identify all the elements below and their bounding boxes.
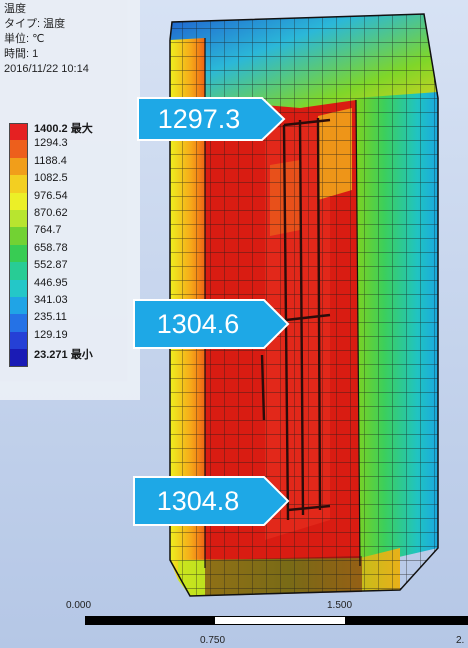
scale-label-750: 0.750: [200, 635, 226, 646]
legend-label: 341.03: [34, 294, 68, 306]
legend-label: 870.62: [34, 207, 68, 219]
legend-label: 976.54: [34, 189, 68, 202]
probe-value-3: 1304.8: [156, 485, 240, 516]
legend-swatch: [9, 244, 28, 263]
scale-label-1500: 1.500: [327, 600, 353, 611]
legend-swatch: [9, 297, 28, 315]
scale-label-end: 2.: [456, 635, 465, 646]
callout-arrow-shape: [133, 476, 290, 526]
legend-swatch: [9, 262, 28, 281]
legend-label: 1188.4: [34, 154, 67, 167]
callout-arrow-shape: [137, 97, 286, 141]
result-type: タイプ: 温度: [4, 18, 66, 30]
legend-label: 658.78: [34, 241, 68, 254]
legend-swatch: [9, 349, 28, 368]
legend-swatch: [9, 279, 28, 298]
legend-swatch: [9, 123, 28, 141]
probe-value-1: 1297.3: [157, 103, 241, 134]
probe-callout-2[interactable]: 1304.6: [132, 298, 292, 350]
scale-label-start: 0.000: [66, 600, 92, 611]
legend-swatch: [9, 227, 28, 246]
probe-callout-3[interactable]: 1304.8: [132, 475, 292, 527]
legend-swatch-frame: [9, 123, 28, 367]
legend-label: 23.271 最小: [34, 349, 93, 362]
legend-label: 1294.3: [34, 137, 68, 150]
legend-label: 1082.5: [34, 172, 68, 185]
legend-label: 129.19: [34, 328, 68, 341]
legend-swatch: [9, 140, 28, 159]
legend-swatch: [9, 331, 28, 350]
legend-swatch: [9, 157, 28, 176]
callout-arrow-shape: [133, 299, 290, 349]
result-datetime: 2016/11/22 10:14: [4, 63, 89, 75]
legend-label: 552.87: [34, 259, 68, 272]
legend-label: 235.11: [34, 311, 67, 324]
scale-bar: 0.000 1.500 0.750 2.: [0, 598, 468, 648]
legend-swatch: [9, 210, 28, 228]
scale-segment-2: [215, 616, 345, 625]
legend-label: 764.7: [34, 224, 62, 237]
legend-panel: 温度 タイプ: 温度 単位: ℃ 時間: 1 2016/11/22 10:14 …: [0, 0, 140, 400]
legend-swatch: [9, 192, 28, 211]
probe-value-2: 1304.6: [156, 308, 240, 339]
scale-segment-1: [85, 616, 215, 625]
scale-segment-3: [345, 616, 468, 625]
result-unit: 単位: ℃: [4, 33, 45, 45]
probe-callout-1[interactable]: 1297.3: [136, 96, 288, 142]
legend-swatch: [9, 175, 28, 194]
legend-swatch: [9, 314, 28, 333]
result-title: 温度: [4, 3, 26, 15]
legend-label: 446.95: [34, 276, 68, 289]
legend-label: 1400.2 最大: [34, 123, 93, 135]
result-time: 時間: 1: [4, 48, 39, 60]
